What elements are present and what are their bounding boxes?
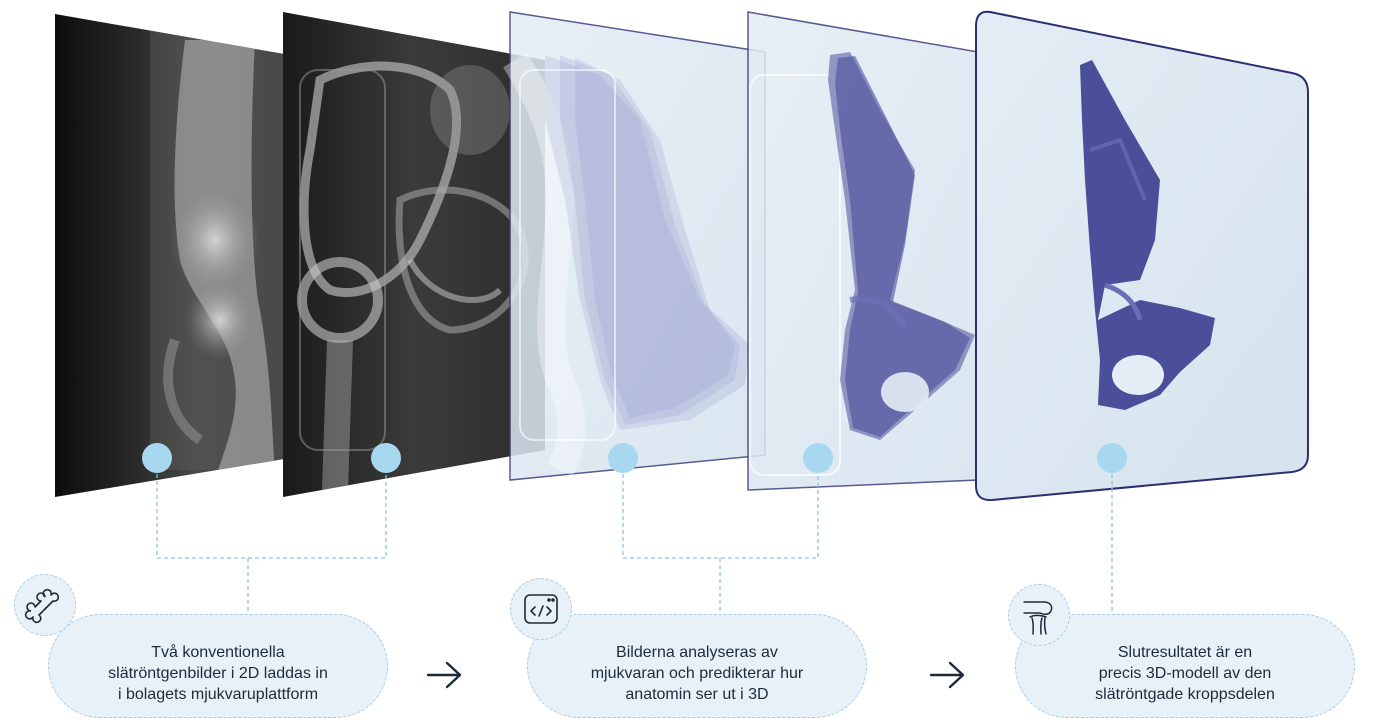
knee-joint-icon-glyph <box>1018 594 1060 636</box>
bone-icon <box>14 574 76 636</box>
dashed-connectors <box>157 474 1112 616</box>
step-3-text: Slutresultatet är en precis 3D-modell av… <box>1095 628 1275 705</box>
code-window-icon <box>510 578 572 640</box>
final-model-panel <box>976 12 1308 500</box>
knee-joint-icon <box>1008 584 1070 646</box>
analysis-panel <box>510 12 765 480</box>
arrow-right-icon <box>928 660 968 690</box>
prediction-panel <box>748 12 978 490</box>
step-1-text: Två konventionella slätröntgenbilder i 2… <box>108 628 328 705</box>
step-2-text: Bilderna analyseras av mjukvaran och pre… <box>591 628 804 705</box>
xray-panel-2 <box>283 12 545 497</box>
connector-group-1 <box>157 474 386 558</box>
xray-panel-1 <box>55 14 290 497</box>
marker-dot-5 <box>1097 443 1127 473</box>
arrow-right-icon <box>425 660 465 690</box>
marker-dot-1 <box>142 443 172 473</box>
code-window-icon-glyph <box>520 588 562 630</box>
marker-dot-4 <box>803 443 833 473</box>
step-1-caption: Två konventionella slätröntgenbilder i 2… <box>48 614 388 718</box>
marker-dot-3 <box>608 443 638 473</box>
xray-femur-image <box>150 30 290 480</box>
bone-icon-glyph <box>23 583 67 627</box>
marker-dot-2 <box>371 443 401 473</box>
step-2-caption: Bilderna analyseras av mjukvaran och pre… <box>527 614 867 718</box>
